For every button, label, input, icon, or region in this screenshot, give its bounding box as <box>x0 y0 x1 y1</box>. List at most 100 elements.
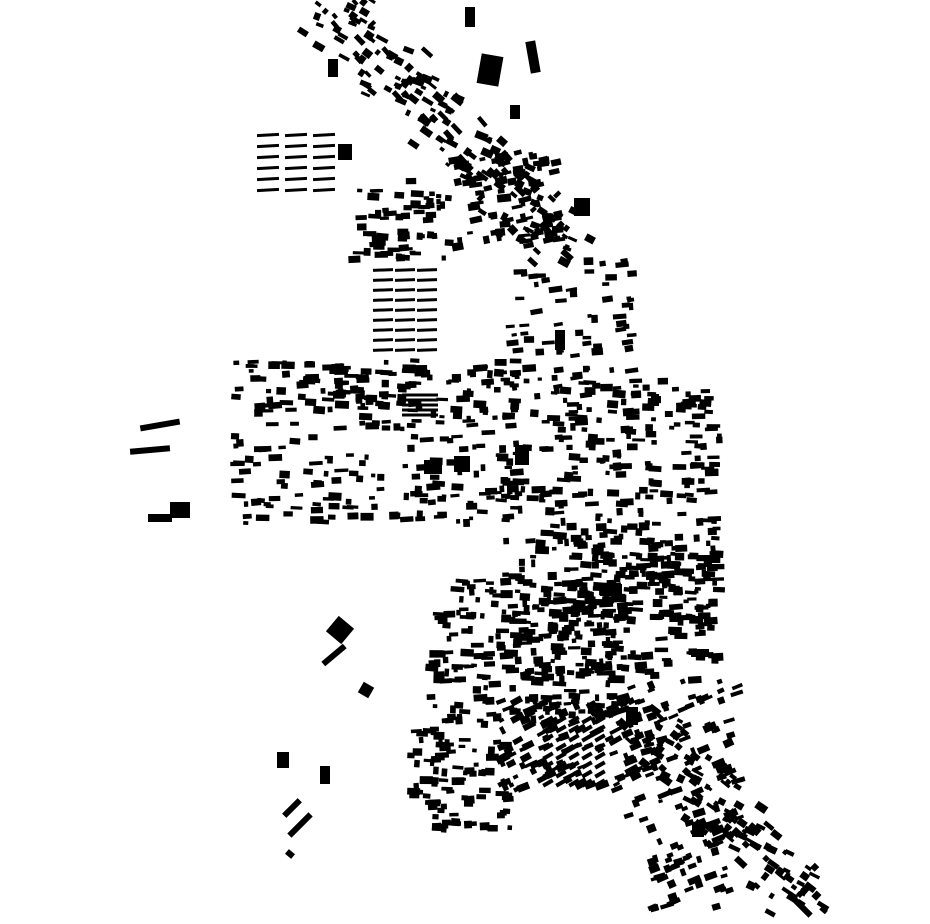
building <box>678 734 691 743</box>
building <box>558 435 565 443</box>
building <box>437 511 447 519</box>
building <box>679 678 686 685</box>
building <box>394 75 402 82</box>
building <box>443 610 456 618</box>
building <box>727 830 735 838</box>
building <box>673 568 684 576</box>
building <box>624 736 634 745</box>
building <box>741 840 750 849</box>
building <box>803 881 817 894</box>
building <box>372 328 394 332</box>
building <box>394 318 416 322</box>
building <box>510 495 520 501</box>
building <box>523 378 530 384</box>
building <box>581 751 593 761</box>
building <box>689 751 701 762</box>
building <box>768 892 775 900</box>
building <box>628 302 634 311</box>
building <box>502 704 515 713</box>
building <box>536 166 542 172</box>
building <box>568 711 576 719</box>
building <box>609 367 615 374</box>
building <box>234 386 244 392</box>
building <box>476 115 488 128</box>
building <box>381 379 389 388</box>
building <box>624 367 639 374</box>
building <box>626 433 631 440</box>
building <box>582 591 594 598</box>
building <box>435 136 445 144</box>
building <box>542 742 554 752</box>
building <box>594 742 606 752</box>
building <box>505 758 517 769</box>
building <box>529 409 539 418</box>
building <box>567 235 578 243</box>
building <box>678 405 692 410</box>
building <box>450 705 456 714</box>
building <box>501 614 512 623</box>
building <box>755 823 766 831</box>
building <box>416 278 438 282</box>
building <box>304 361 316 368</box>
building <box>469 516 474 521</box>
building <box>458 595 464 603</box>
building <box>614 772 625 780</box>
building <box>400 426 405 432</box>
building <box>502 572 509 577</box>
building <box>283 511 293 517</box>
building <box>669 729 682 742</box>
building <box>594 733 606 743</box>
building <box>530 554 537 559</box>
building <box>517 505 523 514</box>
building <box>334 468 349 473</box>
building <box>558 650 568 655</box>
building <box>500 577 512 586</box>
building <box>628 570 639 576</box>
building <box>674 552 685 561</box>
building <box>564 538 570 547</box>
building <box>587 488 594 497</box>
building <box>410 358 420 364</box>
building <box>541 276 551 284</box>
building <box>540 490 552 498</box>
building <box>282 798 302 818</box>
building <box>658 578 671 584</box>
building <box>769 828 783 841</box>
building <box>659 595 668 599</box>
building <box>626 297 635 303</box>
building <box>523 242 535 249</box>
building <box>804 864 813 872</box>
building <box>799 870 811 882</box>
building <box>495 633 501 640</box>
building <box>581 769 593 779</box>
building <box>583 670 595 675</box>
building <box>581 715 593 725</box>
building <box>456 609 461 616</box>
building <box>395 512 401 519</box>
building <box>247 359 259 365</box>
building <box>655 636 668 642</box>
building <box>463 518 471 528</box>
building <box>684 590 697 595</box>
building <box>397 234 408 242</box>
building <box>402 364 416 371</box>
building <box>394 96 408 106</box>
building <box>345 498 352 505</box>
building <box>579 457 588 464</box>
building <box>621 664 630 672</box>
building <box>547 718 559 727</box>
building <box>584 387 596 396</box>
building <box>629 741 643 752</box>
building <box>548 167 560 176</box>
building <box>629 770 642 782</box>
building <box>496 742 506 752</box>
building <box>568 409 579 414</box>
building <box>587 661 600 666</box>
building <box>608 559 617 567</box>
building <box>670 551 676 556</box>
building <box>610 647 617 656</box>
building <box>519 714 532 726</box>
building <box>263 501 271 507</box>
building <box>434 615 445 621</box>
building <box>536 206 548 217</box>
